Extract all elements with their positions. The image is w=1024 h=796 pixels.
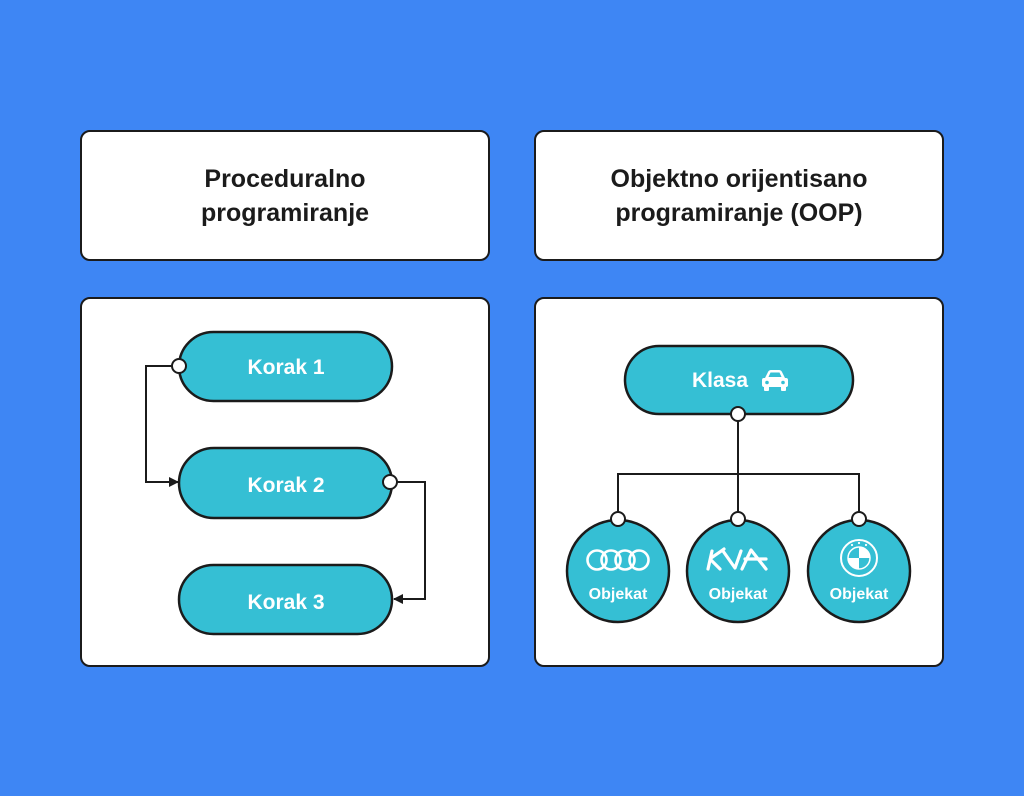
procedural-title-line2: programiranje [200, 198, 370, 227]
procedural-title-card: Proceduralno programiranje [80, 130, 490, 261]
oop-title: Objektno orijentisano programiranje (OOP… [611, 162, 868, 230]
oop-diagram-card [534, 297, 944, 667]
oop-title-line1: Objektno orijentisano [610, 164, 868, 193]
procedural-diagram-card [80, 297, 490, 667]
oop-title-card: Objektno orijentisano programiranje (OOP… [534, 130, 944, 261]
procedural-title: Proceduralno programiranje [201, 162, 369, 230]
oop-title-line2: programiranje (OOP) [615, 198, 863, 227]
procedural-title-line1: Proceduralno [204, 164, 366, 193]
